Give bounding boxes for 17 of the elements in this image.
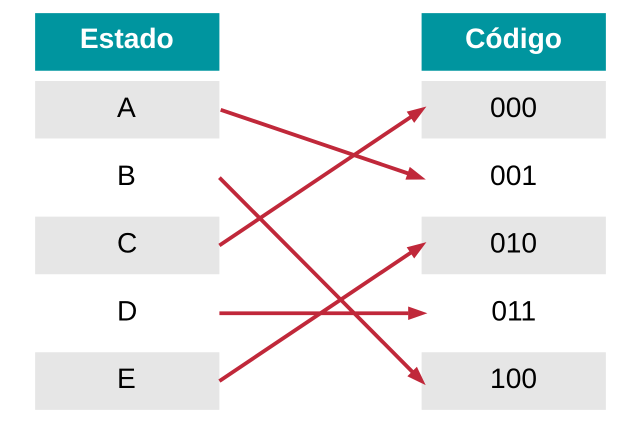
node-box: 010 [421,216,606,274]
node-box: 000 [421,80,606,139]
node-box: 100 [421,352,606,410]
node-text: 011 [490,295,536,326]
node-text: B [116,160,136,191]
node-text: 001 [490,160,537,191]
arrow [218,242,426,383]
arrow [220,108,426,180]
node-box: Estado [34,13,219,71]
arrow [218,106,426,247]
arrow [218,306,427,320]
node-text: D [116,295,137,326]
node-box: C [34,216,219,274]
node-box: Código [421,13,606,71]
node-box: E [34,352,219,410]
node-box: A [34,80,219,139]
arrow [218,176,426,386]
